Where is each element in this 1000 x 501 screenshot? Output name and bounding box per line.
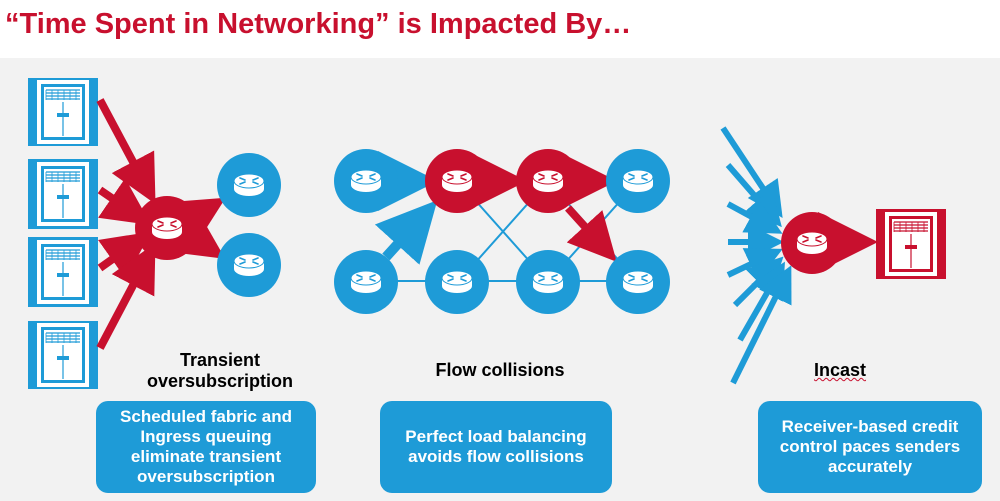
router-icon [334, 149, 398, 213]
solution-box-load-balancing: Perfect load balancing avoids flow colli… [380, 401, 612, 493]
switch-icon [781, 212, 843, 274]
label-line: Transient [179, 350, 261, 370]
box-line: Receiver-based credit [781, 417, 959, 436]
section-label-incast: Incast [780, 360, 900, 381]
section-label-transient-oversubscription: Transient oversubscription [130, 350, 310, 392]
box-line: eliminate transient [130, 447, 282, 466]
flow-arrows [374, 151, 617, 265]
label-line: oversubscription [146, 371, 294, 391]
server-icon [28, 78, 98, 146]
router-icon [606, 149, 670, 213]
server-icon [28, 159, 98, 229]
server-icon [876, 209, 946, 279]
box-line: Perfect load balancing [405, 427, 587, 446]
router-icon [516, 250, 580, 314]
server-icon [28, 321, 98, 389]
label-line: Flow collisions [435, 360, 565, 380]
box-line: accurately [827, 457, 913, 476]
router-icon [334, 250, 398, 314]
oversubscription-arrows [96, 98, 226, 350]
servers-group-1 [28, 78, 98, 389]
solution-box-scheduled-fabric: Scheduled fabric and Ingress queuing eli… [96, 401, 316, 493]
router-icon [217, 153, 281, 217]
router-icon [217, 233, 281, 297]
box-line: avoids flow collisions [408, 447, 584, 466]
router-icon [606, 250, 670, 314]
box-line: Scheduled fabric and [120, 407, 292, 426]
server-icon [28, 237, 98, 307]
switch-icon [516, 149, 580, 213]
box-line: oversubscription [137, 467, 275, 486]
box-line: Ingress queuing [140, 427, 272, 446]
incast-arrows [720, 126, 792, 385]
box-line: control paces senders [779, 437, 961, 456]
section-label-flow-collisions: Flow collisions [400, 360, 600, 381]
label-line: Incast [813, 360, 867, 380]
router-icon [425, 250, 489, 314]
solution-box-receiver-credit: Receiver-based credit control paces send… [758, 401, 982, 493]
switch-icon [135, 196, 199, 260]
page-title: “Time Spent in Networking” is Impacted B… [5, 8, 632, 40]
switch-icon [425, 149, 489, 213]
